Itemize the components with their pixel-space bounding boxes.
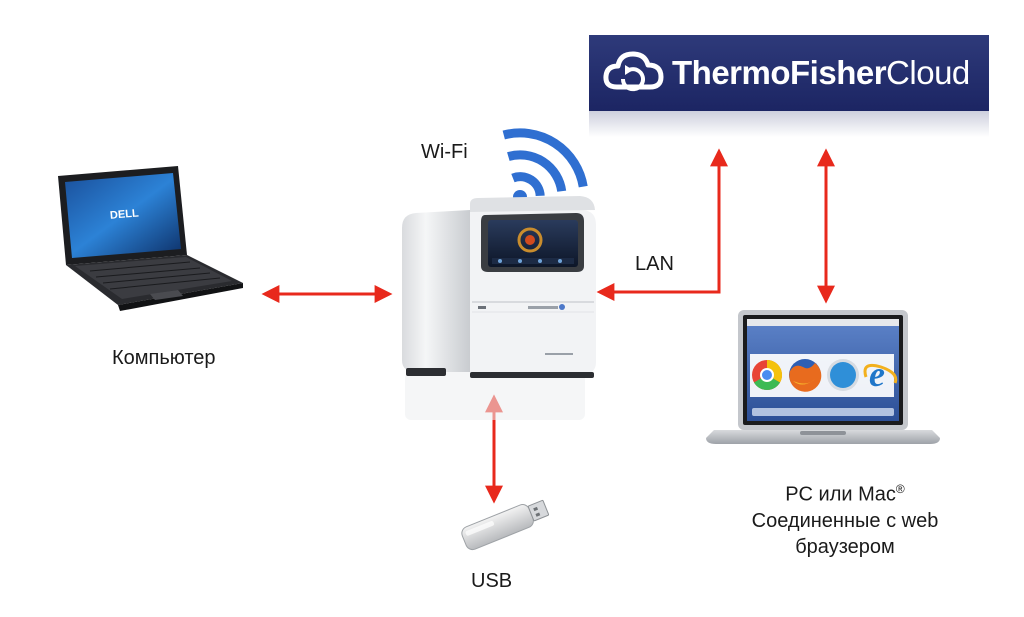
wifi-label: Wi-Fi: [421, 141, 468, 163]
pc-mac-text: PC или Mac: [785, 483, 896, 506]
internet-explorer-icon: e: [863, 354, 898, 394]
chrome-icon: [752, 360, 783, 391]
qpcr-instrument-icon: [402, 196, 596, 420]
safari-icon: [827, 359, 859, 391]
computer-label: Компьютер: [112, 347, 216, 369]
registered-mark: ®: [895, 482, 905, 496]
cloud-banner-reflection: [589, 111, 989, 137]
usb-label: USB: [471, 570, 513, 592]
firefox-icon: [789, 359, 822, 392]
pc-mac-line1: PC или Mac®: [700, 476, 990, 508]
dell-laptop-icon: [58, 166, 243, 311]
thermofisher-cloud-logo: ThermoFisherCloud: [672, 54, 970, 92]
pc-mac-line3: браузером: [795, 535, 895, 558]
usb-stick-icon: [461, 499, 550, 551]
cloud-icon: [603, 51, 664, 92]
lan-label: LAN: [635, 253, 674, 275]
pc-mac-line2: Соединенные с web: [751, 509, 939, 532]
wifi-icon: [502, 128, 588, 204]
brand-regular: Cloud: [886, 54, 970, 91]
dell-logo: DELL: [110, 207, 140, 221]
thermofisher-cloud-banner: ThermoFisherCloud: [589, 35, 989, 111]
mac-laptop-icon: [706, 310, 940, 444]
pc-mac-label: PC или Mac® Соединенные с web браузером: [700, 476, 990, 560]
arrow-lan-cloud: [596, 148, 728, 301]
brand-bold: ThermoFisher: [672, 54, 887, 91]
svg-text:e: e: [869, 354, 885, 394]
